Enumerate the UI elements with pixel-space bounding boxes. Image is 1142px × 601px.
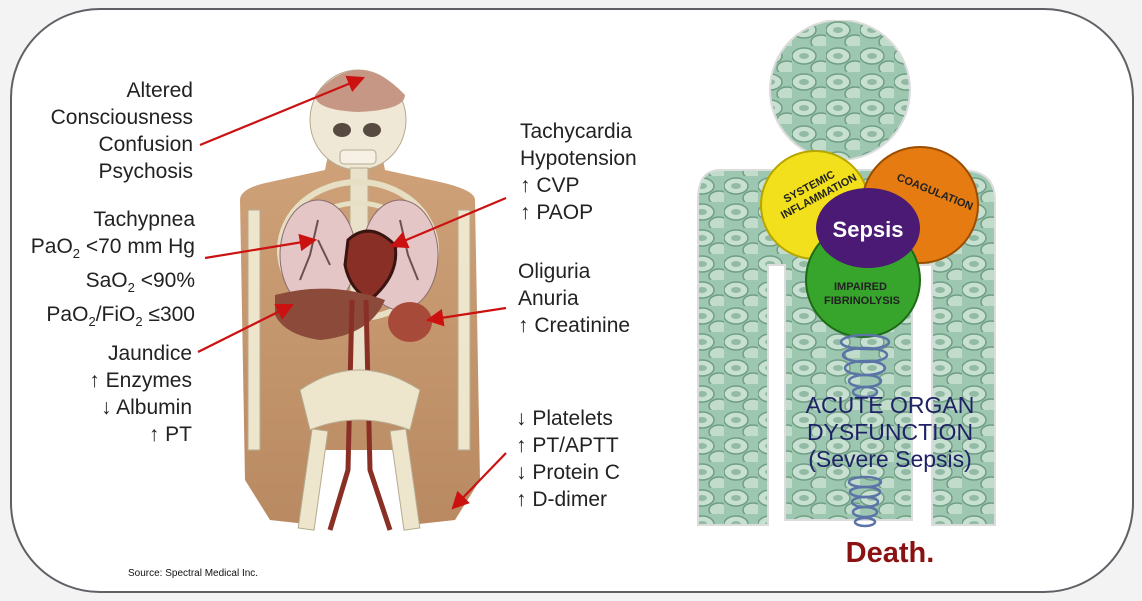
liver-label: ↓ Albumin [100,396,192,419]
liver-label: Jaundice [107,342,192,365]
heart-label: Tachycardia [520,120,633,143]
liver-label: ↑ PT [148,423,192,446]
organ-dysfunction-title: ACUTE ORGAN DYSFUNCTION (Severe Sepsis) [750,392,1030,473]
spring-bottom [847,475,883,528]
silhouette-head [769,20,911,161]
brain-arrow [199,75,366,147]
sepsis-center-circle [816,188,920,268]
blood-label: ↓ Protein C [516,461,620,484]
kidney-symptoms: Oliguria Anuria ↑ Creatinine [518,258,630,339]
brain-label: Altered [126,79,193,102]
sepsis-center-text: Sepsis [833,217,904,242]
brain-label: Consciousness [50,106,193,129]
heart-label: Hypotension [520,147,637,170]
human-anatomy-illustration [240,69,480,531]
lung-arrow [204,233,318,260]
source-credit: Source: Spectral Medical Inc. [128,568,259,579]
heart-label: ↑ PAOP [520,201,594,224]
brain-label: Psychosis [98,160,193,183]
liver-symptoms: Jaundice ↑ Enzymes ↓ Albumin ↑ PT [20,340,192,448]
dysfunction-line: ACUTE ORGAN [805,392,975,418]
heart-label: ↑ CVP [520,174,580,197]
fibrinolysis-text: IMPAIRED FIBRINOLYSIS [824,281,900,307]
dysfunction-line: (Severe Sepsis) [808,446,972,472]
kidney-label: Oliguria [518,260,591,283]
kidney-label: Anuria [518,287,579,310]
kidney-label: ↑ Creatinine [518,314,631,337]
brain-label: Confusion [98,133,193,156]
lung-label: SaO2 <90% [85,269,195,296]
dysfunction-line: DYSFUNCTION [806,419,974,445]
heart-arrow [389,196,507,249]
lung-label: Tachypnea [93,208,195,231]
liver [275,288,385,340]
heart [343,229,398,302]
death-label: Death. [845,537,935,569]
spring-top [839,333,891,399]
lung-label: PaO2/FiO2 ≤300 [46,303,195,330]
liver-label: ↑ Enzymes [89,369,192,392]
lung-symptoms: Tachypnea PaO2 <70 mm Hg SaO2 <90% PaO2/… [8,206,195,336]
coagulation-symptoms: ↓ Platelets ↑ PT/APTT ↓ Protein C ↑ D-di… [516,405,620,513]
liver-arrow [197,304,294,353]
blood-arrow [451,452,507,510]
heart-symptoms: Tachycardia Hypotension ↑ CVP ↑ PAOP [520,118,637,226]
kidney [388,302,432,342]
kidney-arrow [425,306,507,327]
blood-label: ↓ Platelets [516,407,613,430]
lung-label: PaO2 <70 mm Hg [30,235,195,262]
blood-label: ↑ PT/APTT [516,434,619,457]
brain-symptoms: Altered Consciousness Confusion Psychosi… [18,77,193,185]
sepsis-silhouette: SYSTEMIC INFLAMMATION COAGULATION IMPAIR… [697,20,996,528]
blood-label: ↑ D-dimer [516,488,608,511]
